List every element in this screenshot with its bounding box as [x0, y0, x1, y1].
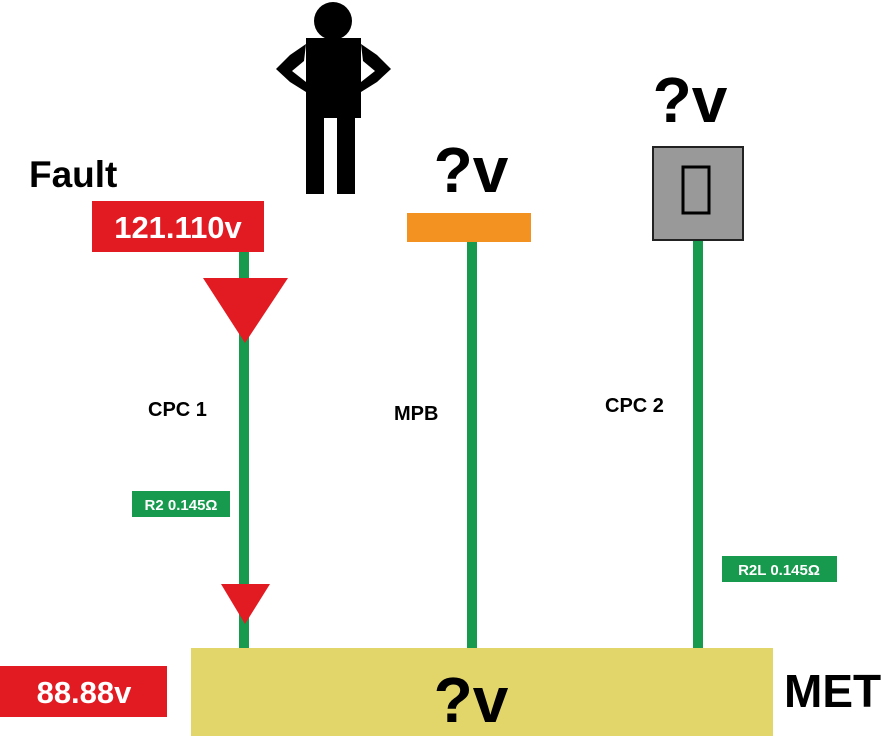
fault-label: Fault [29, 154, 117, 195]
mpb-bar [407, 213, 531, 242]
cpc1-conductor [239, 250, 249, 648]
met-reference-voltage: 88.88v [37, 675, 133, 710]
fault-voltage: 121.110v [114, 210, 242, 245]
mpb-conductor [467, 242, 477, 648]
current-arrow-small [221, 584, 270, 624]
current-arrow-large [203, 278, 288, 343]
socket-outlet [652, 146, 744, 241]
met-label: MET [784, 665, 881, 717]
person-icon [276, 2, 391, 194]
fault-voltage-box [92, 201, 264, 252]
cpc2-resistance: R2L 0.145Ω [738, 562, 820, 579]
socket-slot-icon [681, 165, 711, 215]
met-reference-voltage-box [0, 666, 167, 717]
mpb-voltage: ?v [434, 134, 509, 206]
cpc1-resistance: R2 0.145Ω [145, 497, 218, 514]
cpc1-label: CPC 1 [148, 399, 207, 421]
met-voltage: ?v [434, 664, 509, 736]
cpc2-resistance-box [722, 556, 837, 582]
met-bar [191, 648, 773, 736]
mpb-label: MPB [394, 403, 438, 425]
cpc2-label: CPC 2 [605, 395, 664, 417]
cpc2-conductor [693, 240, 703, 648]
cpc2-voltage: ?v [653, 64, 728, 136]
cpc1-resistance-box [132, 491, 230, 517]
